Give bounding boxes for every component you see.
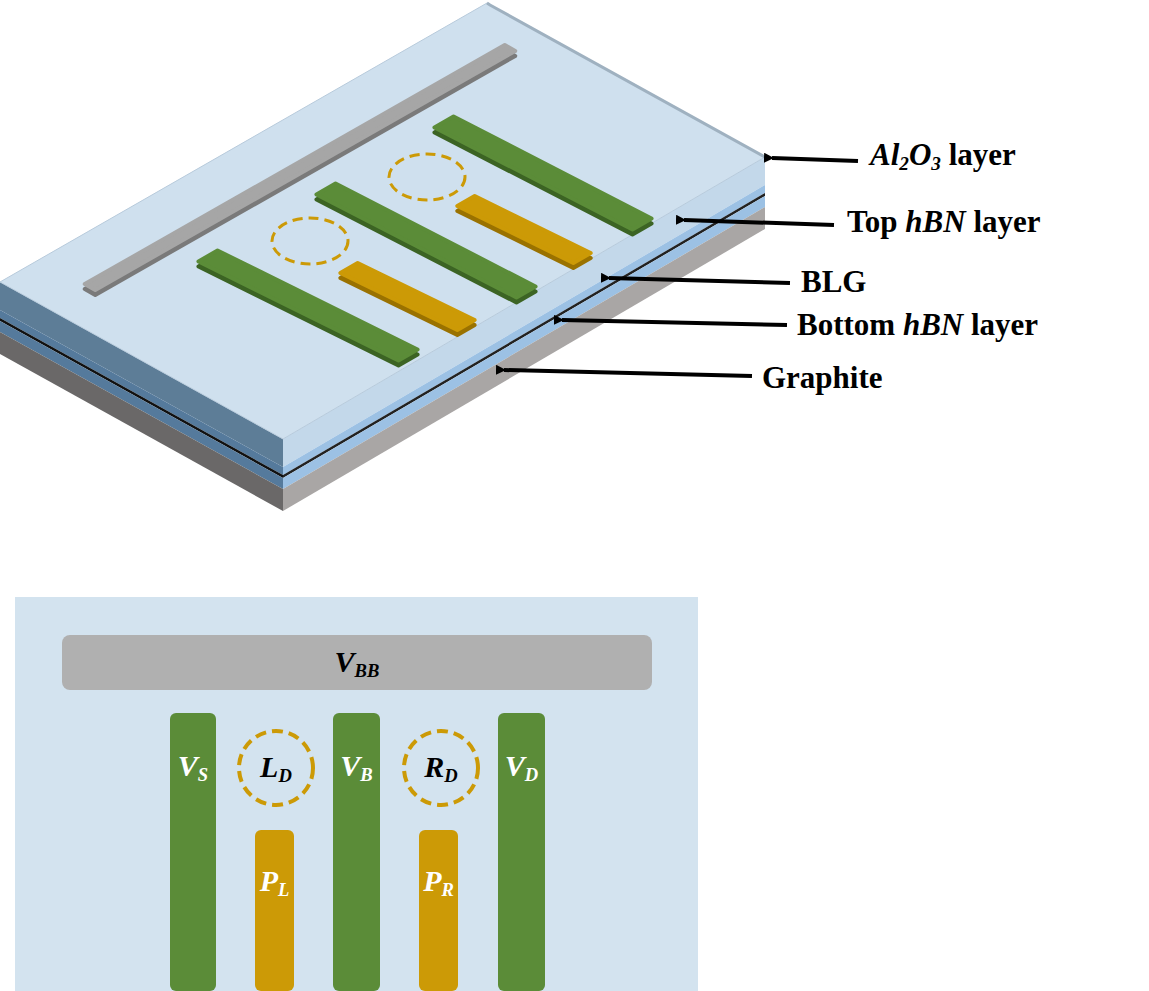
- gate-label: VBB: [335, 647, 380, 677]
- right-dot: RD: [401, 728, 481, 808]
- plunger-gate: [340, 263, 474, 330]
- plunger-gate: [457, 196, 590, 263]
- dot-outline: [239, 731, 313, 805]
- left-plunger-gate: PL: [255, 830, 294, 991]
- layer-label: BLG: [801, 266, 866, 297]
- source-gate: VS: [170, 713, 216, 991]
- gate-label: VS: [178, 751, 208, 781]
- dot-outline: [389, 154, 465, 200]
- barrier-gate: VB: [333, 713, 380, 991]
- gate-electrodes: [85, 45, 652, 365]
- barrier-gate: [198, 251, 417, 361]
- dot-outline: [272, 218, 348, 264]
- top-view-panel: [15, 597, 698, 991]
- top-edge: [487, 3, 765, 157]
- layer-label: Bottom hBN layer: [797, 309, 1038, 340]
- gate-label: PL: [260, 866, 290, 896]
- gate-label: VD: [505, 751, 538, 781]
- layer-label: Al2O3 layer: [870, 139, 1016, 170]
- layer-stack: [0, 3, 765, 511]
- gate-label: PR: [423, 866, 454, 896]
- layer-label: Top hBN layer: [847, 206, 1041, 237]
- right-plunger-gate: PR: [419, 830, 458, 991]
- drain-gate: VD: [498, 713, 545, 991]
- back-gate-bar: VBB: [62, 635, 652, 690]
- dot-outline: [404, 731, 478, 805]
- layer-label: Graphite: [762, 362, 883, 393]
- gate-label: VB: [340, 751, 372, 781]
- left-dot: LD: [236, 728, 316, 808]
- gate-label: LD: [260, 752, 292, 782]
- al2o3-top-surface: [0, 3, 765, 439]
- gate-label: RD: [424, 752, 457, 782]
